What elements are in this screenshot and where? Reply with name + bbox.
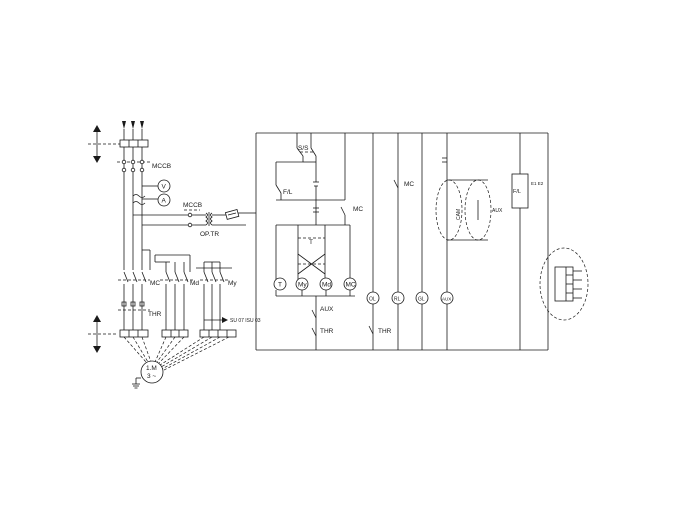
motor-label: 1.M [146, 365, 157, 372]
coil-t-label: T [278, 282, 282, 289]
thr-left-label: THR [148, 311, 162, 318]
t-relay-label: T [309, 239, 313, 246]
thermal-relay-section: THR [118, 284, 221, 330]
terminal-inset [539, 247, 589, 321]
op-transformer-branch: MCCB OP.TR [133, 202, 246, 238]
lamp-ol [366, 291, 380, 305]
voltmeter-label: V [162, 184, 167, 191]
lamp-aux-label: AUX [442, 297, 451, 302]
top-input-arrows [88, 121, 149, 163]
motor: 1.M 3 ~ [132, 360, 164, 389]
bottom-terminal-block: SU 07 ISU 03 [119, 317, 261, 338]
power-circuit: MCCB V A MCCB OP.TR [88, 121, 261, 389]
lamp-rl [391, 291, 405, 305]
lamp-gl [415, 291, 429, 305]
cam-text: CAM [456, 209, 462, 220]
control-circuit: S/S F/L MC T [246, 132, 589, 351]
start-stop-branch: S/S F/L MC [275, 133, 363, 225]
lamp-rungs: MC OL RL GL AUX THR [366, 133, 454, 350]
mccb-main-label: MCCB [152, 163, 171, 170]
fl-right-label: F/L [513, 189, 521, 195]
aux-right-label: AUX [492, 208, 503, 214]
control-frame [246, 132, 549, 351]
coil-md-label: Md [322, 282, 331, 289]
ss-label: S/S [298, 145, 309, 152]
aux-label: AUX [320, 306, 334, 313]
motor-leads [123, 336, 230, 372]
mc-mid-label: MC [404, 181, 414, 188]
mc-left-label: MC [150, 280, 160, 287]
terminal-note: SU 07 ISU 03 [230, 318, 261, 324]
contactor-wiring [142, 249, 232, 272]
fl-right-side-label: E1 E2 [531, 181, 544, 186]
lamp-ol-label: OL [369, 297, 376, 303]
coil-bus: T T My Md MC AUX THR [273, 224, 357, 350]
main-mccb: MCCB [117, 159, 171, 173]
phase-lines [123, 147, 143, 270]
voltmeter [157, 179, 171, 193]
thr-right-label: THR [378, 328, 392, 335]
fuse [224, 209, 240, 220]
float-level-rung: F/L E1 E2 [511, 133, 544, 350]
contacts-row: MC Md My [118, 271, 237, 287]
op-tr-label: OP.TR [200, 231, 219, 238]
md-left-label: Md [190, 280, 199, 287]
motor-phase-label: 3 ~ [147, 373, 156, 380]
thr-ctrl-label: THR [320, 328, 334, 335]
mccb-op-label: MCCB [183, 202, 202, 209]
coil-t [273, 277, 287, 291]
ammeter-label: A [162, 198, 167, 205]
coil-mc-label: MC [346, 282, 356, 289]
fl-ctrl-label: F/L [283, 189, 293, 196]
coil-my-label: My [298, 282, 307, 289]
bottom-arrows [88, 315, 118, 353]
fl-box [511, 173, 529, 209]
ammeter [157, 193, 171, 207]
my-left-label: My [228, 280, 237, 287]
meters: V A [132, 179, 171, 207]
lamp-rl-label: RL [394, 297, 401, 303]
lamp-gl-label: GL [418, 297, 425, 303]
mc-ctrl-label: MC [353, 206, 363, 213]
lamp-aux [440, 291, 454, 305]
cam-switch: CAM AUX [435, 179, 503, 241]
